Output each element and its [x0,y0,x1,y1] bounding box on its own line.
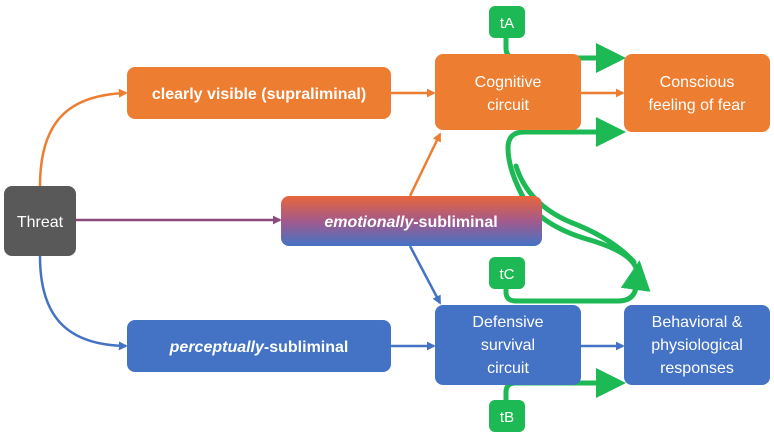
conscious-line1: Conscious [660,74,735,91]
emotional-rest: -subliminal [413,214,497,231]
defensive-line3: circuit [487,360,529,377]
tag-tA-label: tA [500,15,514,32]
emotional-to-cognitive-arrow [408,132,442,197]
defensive-line2: survival [481,337,535,354]
behavioral-node: Behavioral & physiological responses [624,305,770,385]
behavioral-line1: Behavioral & [652,314,743,331]
behavioral-line2: physiological [651,337,743,354]
cognitive-line1: Cognitive [475,74,542,91]
perceptual-node: perceptually-subliminal [127,320,391,372]
tag-tC: tC [489,257,525,289]
defensive-line1: Defensive [472,314,543,331]
perceptual-label: perceptually-subliminal [169,339,349,356]
supraliminal-label: clearly visible (supraliminal) [152,86,366,103]
tB-path [503,368,626,403]
emotional-node: emotionally-subliminal [281,196,542,246]
threat-to-perceptual-arrow [38,255,128,351]
threat-to-supraliminal-arrow [38,88,128,187]
tag-tC-label: tC [500,266,515,283]
connectors [38,88,625,351]
tag-tA: tA [489,6,525,38]
threat-node: Threat [4,186,76,256]
emotional-emph: emotionally [324,214,414,231]
perceptual-rest: -subliminal [264,339,348,356]
tC-path [503,260,651,304]
emotional-to-defensive-arrow [408,245,442,305]
defensive-node: Defensive survival circuit [435,305,581,385]
behavioral-line3: responses [660,360,734,377]
perceptual-emph: perceptually [169,339,265,356]
emotional-label: emotionally-subliminal [324,214,497,231]
supraliminal-node: clearly visible (supraliminal) [127,67,391,119]
conscious-node: Conscious feeling of fear [624,54,770,132]
cognitive-node: Cognitive circuit [435,54,581,130]
threat-label: Threat [17,214,64,231]
tag-tB: tB [489,400,525,432]
feedback-path [505,117,639,271]
feedback-return-path [513,163,637,265]
cognitive-line2: circuit [487,97,529,114]
tag-tB-label: tB [500,409,514,426]
conscious-line2: feeling of fear [649,97,747,114]
